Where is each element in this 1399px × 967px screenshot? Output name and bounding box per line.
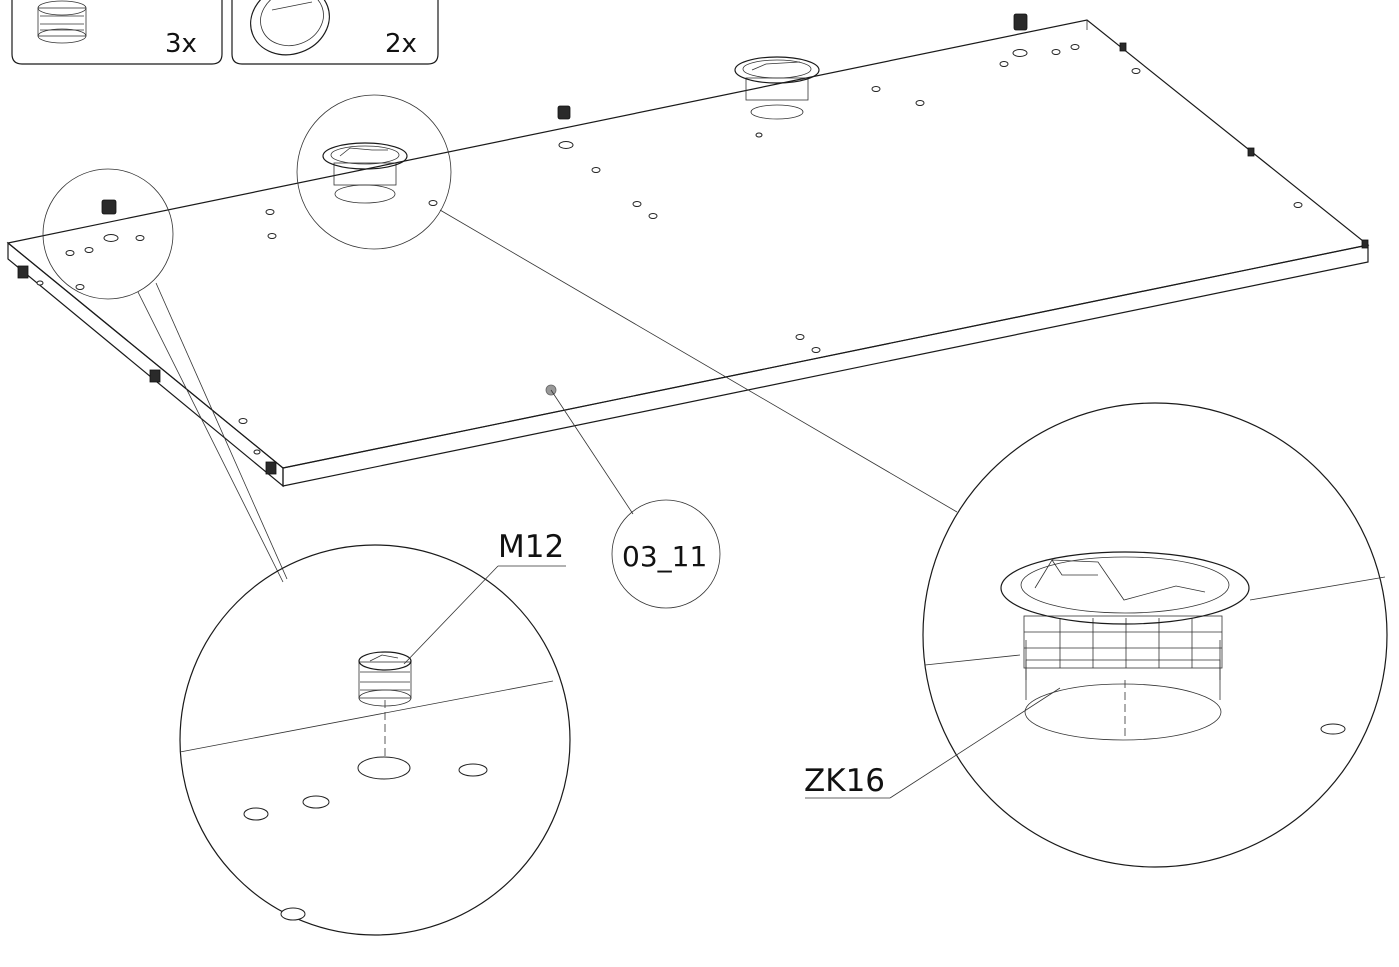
desk-panel — [6, 13, 1370, 488]
callout-m12: M12 — [498, 529, 564, 565]
magnifier-small-grommet — [296, 94, 452, 250]
parts-legend: 3x 2x — [11, 0, 439, 65]
magnifier-small-cam — [42, 168, 174, 300]
grommet-on-panel-1 — [322, 142, 408, 204]
leader-lines — [137, 209, 958, 583]
magnifier-detail-cam — [179, 544, 571, 936]
grommet-icon — [250, 0, 330, 56]
magnifier-detail-grommet — [805, 402, 1388, 868]
legend-qty-grommet: 2x — [385, 29, 417, 59]
panel-id-label: 03_11 — [622, 540, 707, 573]
cam-fitting-on-panel-2 — [557, 105, 571, 120]
callout-zk16: ZK16 — [804, 763, 885, 799]
legend-box-grommet: 2x — [231, 0, 439, 65]
grommet-on-panel-2 — [734, 56, 820, 120]
cam-fitting-on-panel-1 — [101, 199, 117, 215]
panel-holes — [36, 44, 1303, 455]
cam-lock-icon — [37, 0, 87, 44]
panel-id-bubble — [611, 499, 721, 609]
grommet-detail-icon — [1000, 551, 1250, 741]
cam-fitting-detail-icon — [358, 651, 412, 707]
legend-qty-cam: 3x — [165, 29, 197, 59]
legend-box-cam-fitting: 3x — [11, 0, 223, 65]
cam-fitting-on-panel-3 — [1013, 13, 1028, 31]
